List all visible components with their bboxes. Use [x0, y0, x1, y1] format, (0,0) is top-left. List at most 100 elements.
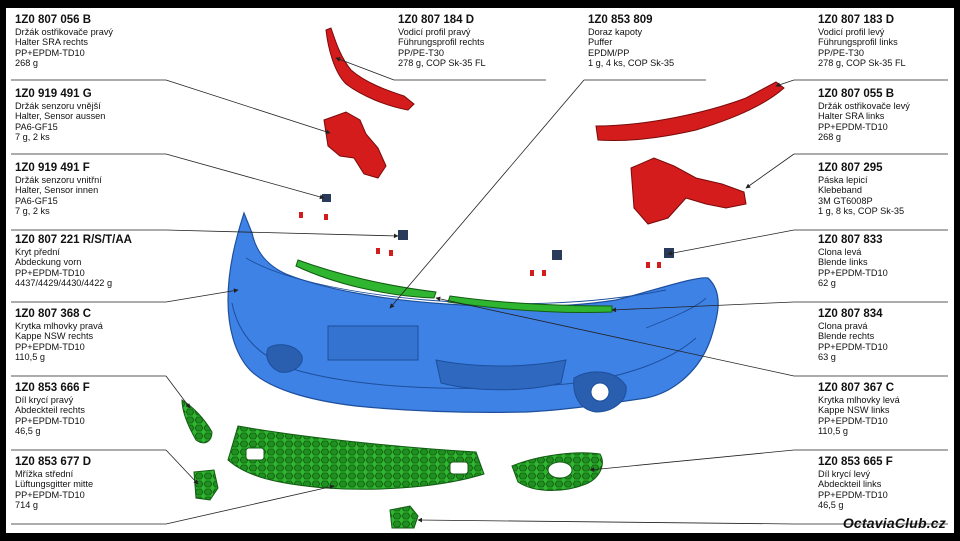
- part-name-cz: Vodicí profil levý: [818, 27, 885, 37]
- part-name-de: Halter, Sensor aussen: [15, 111, 106, 122]
- part-name-de: Führungsprofil links: [818, 37, 898, 48]
- part-name-de: Abdeckteil links: [818, 479, 882, 490]
- part-material: EPDM/PP: [588, 47, 630, 58]
- part-material: PP+EPDM-TD10: [818, 121, 888, 132]
- cover-part-right: [193, 469, 219, 501]
- part-name-de: Abdeckteil rechts: [15, 405, 85, 416]
- part-number: 1Z0 807 367 C: [818, 382, 895, 394]
- part-name-de: Halter, Sensor innen: [15, 185, 99, 196]
- part-name-de: Kappe NSW rechts: [15, 331, 94, 342]
- label-front-cover: 1Z0 807 221 R/S/T/AA Kryt přední Abdecku…: [15, 233, 215, 289]
- part-name-de: Puffer: [588, 37, 613, 48]
- green-parts: [181, 259, 613, 529]
- part-name-de: Lüftungsgitter mitte: [15, 479, 94, 490]
- part-material: PP+EPDM-TD10: [15, 47, 85, 58]
- part-number: 1Z0 807 295: [818, 162, 883, 174]
- site-logo: OctaviaClub.cz: [842, 515, 946, 531]
- part-name-cz: Držák senzoru vnější: [15, 101, 101, 111]
- part-name-cz: Vodicí profil pravý: [398, 27, 471, 37]
- label-adhesive-tape: 1Z0 807 295 Páska lepicí Klebeband 3M GT…: [818, 161, 954, 217]
- part-weight: 268 g: [818, 132, 841, 143]
- washer-bracket-right: [323, 111, 387, 179]
- label-hood-buffer: 1Z0 853 809 Doraz kapoty Puffer EPDM/PP …: [588, 13, 788, 69]
- part-name-cz: Kryt přední: [15, 247, 60, 257]
- part-name-cz: Doraz kapoty: [588, 27, 643, 37]
- part-name-cz: Clona levá: [818, 247, 862, 257]
- label-fog-cover-left: 1Z0 807 367 C Krytka mlhovky levá Kappe …: [818, 381, 954, 437]
- label-blende-right: 1Z0 807 834 Clona pravá Blende rechts PP…: [818, 307, 954, 363]
- blende-right: [295, 259, 437, 299]
- part-name-cz: Držák ostřikovače levý: [818, 101, 910, 111]
- part-material: PP+EPDM-TD10: [15, 341, 85, 352]
- part-name-cz: Držák senzoru vnitřní: [15, 175, 102, 185]
- part-number: 1Z0 853 677 D: [15, 456, 92, 468]
- part-weight: 268 g: [15, 58, 38, 69]
- part-name-de: Führungsprofil rechts: [398, 37, 485, 48]
- part-name-cz: Krytka mlhovky pravá: [15, 321, 103, 331]
- part-material: PP+EPDM-TD10: [15, 267, 85, 278]
- part-weight: 1 g, 8 ks, COP Sk-35: [818, 206, 905, 217]
- part-number: 1Z0 919 491 G: [15, 88, 92, 100]
- part-material: PP+EPDM-TD10: [818, 415, 888, 426]
- part-name-de: Halter SRA links: [818, 111, 885, 122]
- part-material: PA6-GF15: [15, 121, 58, 132]
- part-material: PP/PE-T30: [398, 47, 444, 58]
- part-weight: 7 g, 2 ks: [15, 132, 50, 143]
- part-number: 1Z0 807 184 D: [398, 14, 475, 26]
- part-weight: 278 g, COP Sk-35 FL: [398, 58, 486, 69]
- part-name-cz: Díl krycí levý: [818, 469, 871, 479]
- part-material: PP+EPDM-TD10: [818, 267, 888, 278]
- label-underlines: [11, 79, 948, 525]
- label-fog-cover-right: 1Z0 807 368 C Krytka mlhovky pravá Kappe…: [15, 307, 215, 363]
- part-material: PP/PE-T30: [818, 47, 864, 58]
- part-name-cz: Držák ostřikovače pravý: [15, 27, 114, 37]
- label-center-grille: 1Z0 853 677 D Mřížka střední Lüftungsgit…: [15, 455, 215, 511]
- label-guide-profile-left: 1Z0 807 183 D Vodicí profil levý Führung…: [818, 13, 954, 69]
- part-name-de: Kappe NSW links: [818, 405, 890, 416]
- label-guide-profile-right: 1Z0 807 184 D Vodicí profil pravý Führun…: [398, 13, 598, 69]
- part-number: 1Z0 807 834: [818, 308, 883, 320]
- part-name-cz: Díl krycí pravý: [15, 395, 74, 405]
- part-weight: 4437/4429/4430/4422 g: [15, 278, 113, 289]
- part-number: 1Z0 807 368 C: [15, 308, 92, 320]
- washer-bracket-left: [630, 157, 747, 225]
- part-weight: 46,5 g: [818, 500, 844, 511]
- part-material: PP+EPDM-TD10: [15, 489, 85, 500]
- part-number: 1Z0 807 221 R/S/T/AA: [15, 234, 132, 246]
- label-sensor-holder-inner: 1Z0 919 491 F Držák senzoru vnitřní Halt…: [15, 161, 215, 217]
- part-name-de: Blende links: [818, 257, 868, 268]
- front-bumper-cover: [227, 211, 719, 413]
- part-number: 1Z0 853 665 F: [818, 456, 893, 468]
- diagram-frame: 1Z0 807 056 B Držák ostřikovače pravý Ha…: [6, 8, 954, 533]
- leader-lines: [165, 57, 795, 525]
- part-weight: 62 g: [818, 278, 836, 289]
- part-number: 1Z0 807 056 B: [15, 14, 92, 26]
- part-name-cz: Clona pravá: [818, 321, 868, 331]
- part-weight: 63 g: [818, 352, 836, 363]
- part-number: 1Z0 807 833: [818, 234, 883, 246]
- part-name-de: Halter SRA rechts: [15, 37, 89, 48]
- guide-profile-right: [325, 27, 415, 111]
- part-weight: 278 g, COP Sk-35 FL: [818, 58, 906, 69]
- part-name-cz: Krytka mlhovky levá: [818, 395, 900, 405]
- part-weight: 1 g, 4 ks, COP Sk-35: [588, 58, 675, 69]
- guide-profile-left: [595, 81, 785, 141]
- part-weight: 46,5 g: [15, 426, 41, 437]
- part-name-de: Blende rechts: [818, 331, 875, 342]
- label-cover-part-left: 1Z0 853 665 F Díl krycí levý Abdeckteil …: [818, 455, 954, 511]
- label-cover-part-right: 1Z0 853 666 F Díl krycí pravý Abdeckteil…: [15, 381, 215, 437]
- part-number: 1Z0 919 491 F: [15, 162, 90, 174]
- fog-cover-right: [181, 399, 213, 444]
- part-number: 1Z0 807 183 D: [818, 14, 895, 26]
- label-washer-bracket-left: 1Z0 807 055 B Držák ostřikovače levý Hal…: [818, 87, 954, 143]
- part-material: 3M GT6008P: [818, 195, 873, 206]
- cover-part-left: [389, 505, 419, 529]
- parts-illustration: [11, 27, 948, 529]
- label-sensor-holder-outer: 1Z0 919 491 G Držák senzoru vnější Halte…: [15, 87, 215, 143]
- part-weight: 7 g, 2 ks: [15, 206, 50, 217]
- part-material: PA6-GF15: [15, 195, 58, 206]
- part-number: 1Z0 853 809: [588, 14, 653, 26]
- part-material: PP+EPDM-TD10: [15, 415, 85, 426]
- part-material: PP+EPDM-TD10: [818, 341, 888, 352]
- part-number: 1Z0 853 666 F: [15, 382, 90, 394]
